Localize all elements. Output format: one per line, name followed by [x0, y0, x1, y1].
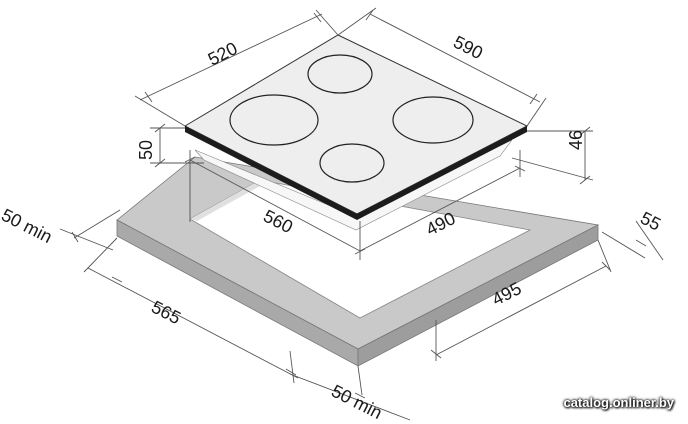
hob-front-edge-left — [185, 126, 357, 220]
dim-gap-front: 55 — [637, 208, 664, 235]
hob — [183, 34, 529, 231]
burner-front-right — [319, 143, 385, 183]
dimension-lines — [59, 7, 664, 421]
dim-side-gap-bottom: 50 min — [328, 381, 385, 423]
dim-countertop-depth: 565 — [148, 297, 184, 328]
burner-rear-left — [307, 54, 373, 94]
cutout-inner-wall — [190, 180, 260, 221]
dim-hob-depth: 520 — [205, 38, 241, 69]
dim-built-in-height: 46 — [566, 130, 586, 150]
burner-front-left — [229, 94, 319, 146]
dim-hob-height: 50 — [136, 140, 156, 160]
burner-rear-right — [392, 96, 474, 144]
hob-front-edge-right — [357, 126, 527, 220]
dim-side-gap-left: 50 min — [0, 205, 55, 247]
watermark-text: catalog.onliner.by — [563, 395, 674, 410]
